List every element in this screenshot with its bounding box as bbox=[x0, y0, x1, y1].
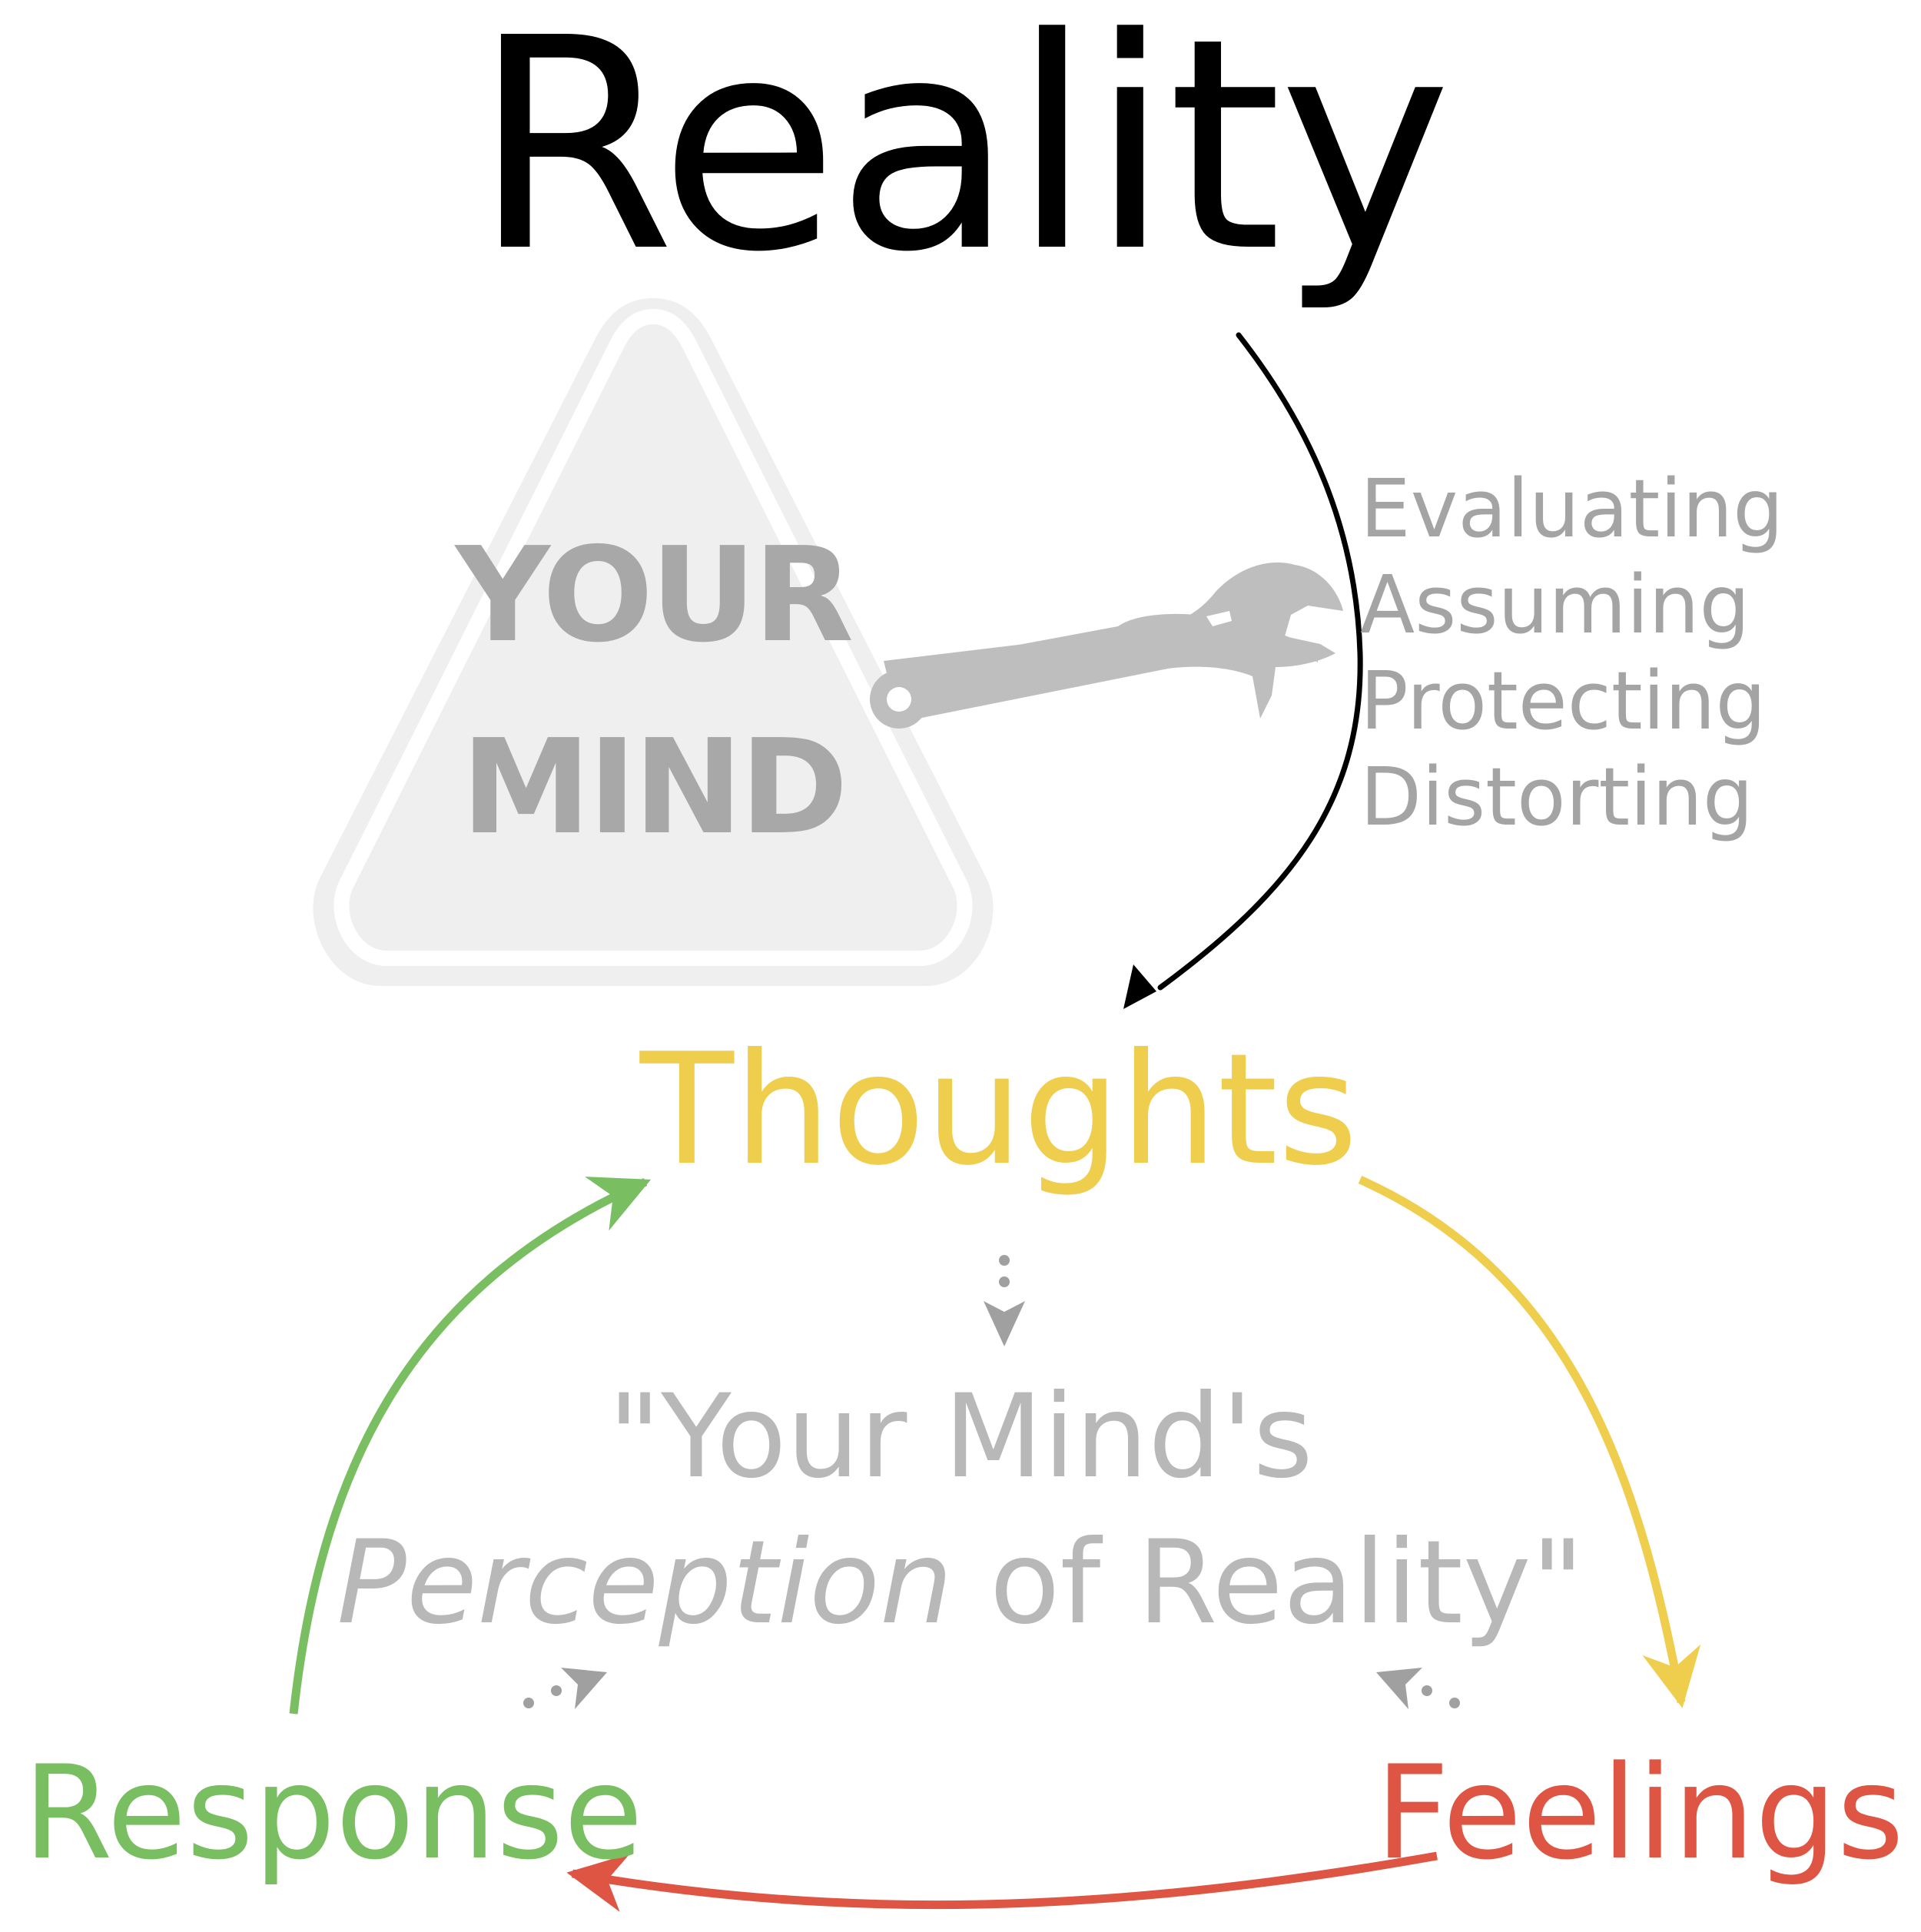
perception-line-2-rest: of Reality" bbox=[953, 1516, 1584, 1650]
process-item: Protecting bbox=[1360, 654, 1767, 748]
process-item: Distorting bbox=[1360, 750, 1753, 844]
perception-line-1: "Your Mind's bbox=[608, 1370, 1313, 1504]
thoughts-node: Thoughts bbox=[639, 1021, 1359, 1200]
perception-to-response-dotted-arrow bbox=[523, 1668, 607, 1709]
thoughts-to-perception-dotted-arrow bbox=[984, 1255, 1025, 1346]
mind-label: MIND bbox=[461, 712, 848, 864]
process-item: Evaluating bbox=[1360, 462, 1784, 556]
feelings-node: Feelings bbox=[1375, 1738, 1904, 1888]
your-mind-label: YOUR bbox=[455, 520, 854, 672]
process-item: Assuming bbox=[1360, 558, 1750, 652]
perception-line-2: Perception of Reality" bbox=[231, 1525, 1690, 1641]
wrench-icon bbox=[870, 562, 1343, 729]
response-node: Response bbox=[23, 1738, 643, 1888]
reality-to-thoughts-arrow bbox=[1123, 332, 1363, 1009]
reality-title: Reality bbox=[472, 0, 1452, 316]
thoughts-to-feelings-arrow bbox=[1358, 1175, 1701, 1708]
response-to-thoughts-arrow bbox=[289, 1177, 652, 1715]
perception-italic-word: Perception bbox=[337, 1516, 954, 1650]
mind-triangle bbox=[313, 298, 994, 986]
perception-to-feelings-dotted-arrow bbox=[1376, 1668, 1460, 1709]
feelings-to-response-arrow bbox=[566, 1851, 1438, 1912]
